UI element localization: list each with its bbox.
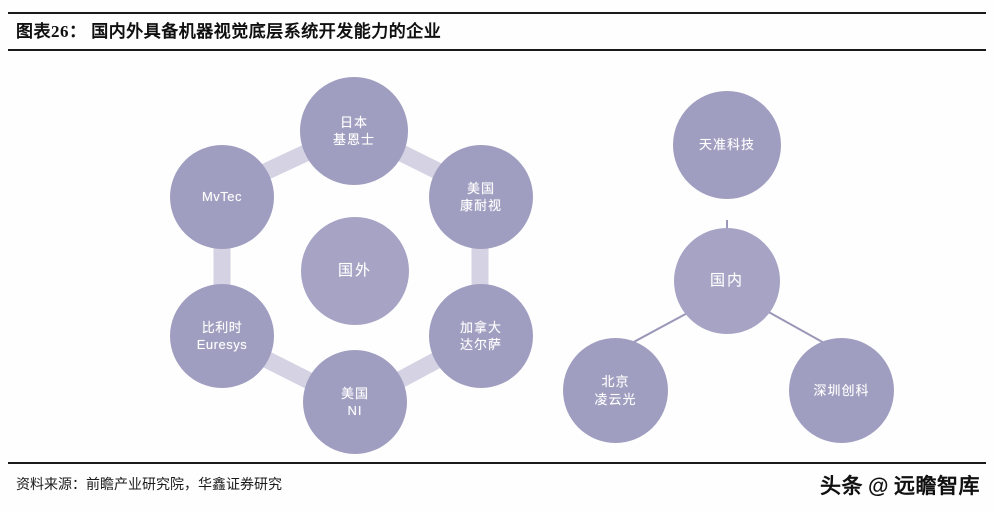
diagram-canvas: 国外 日本 基恩士 美国 康耐视 加拿大 达尔萨 美国 NI 比利时 Eures… [0, 52, 994, 456]
title-rule-bottom [8, 49, 986, 51]
node-label-line1: 天准科技 [698, 137, 755, 153]
node-domestic-hub[interactable]: 国内 [674, 228, 780, 334]
watermark: 头条 @ 远瞻智库 [820, 470, 980, 500]
node-label-line1: 美国 [340, 385, 369, 401]
node-dalsa[interactable]: 加拿大 达尔萨 [429, 284, 533, 388]
node-label-line1: 比利时 [201, 319, 243, 335]
node-beijing-luster[interactable]: 北京 凌云光 [563, 338, 668, 443]
node-label-line2: 凌云光 [594, 391, 637, 407]
node-tztek[interactable]: 天准科技 [673, 91, 781, 199]
node-label-line2: 达尔萨 [459, 337, 502, 352]
node-label-line2: Euresys [196, 337, 248, 352]
node-keyence[interactable]: 日本 基恩士 [300, 77, 408, 185]
node-cognex[interactable]: 美国 康耐视 [429, 145, 533, 249]
node-label-line1: 日本 [339, 114, 368, 130]
node-label-line1: 深圳创科 [813, 382, 870, 398]
node-ni[interactable]: 美国 NI [303, 350, 407, 454]
footer-rule [8, 462, 986, 464]
node-label-line1: MvTec [201, 189, 243, 205]
node-label-line1: 加拿大 [459, 319, 502, 335]
node-label-line2: NI [347, 403, 363, 418]
node-label-line1: 美国 [466, 180, 495, 196]
watermark-at-icon: @ [868, 475, 889, 498]
title-rule-top [8, 12, 986, 14]
source-note: 资料来源：前瞻产业研究院，华鑫证券研究 [16, 478, 282, 493]
node-label-line2: 康耐视 [459, 198, 502, 213]
watermark-handle: 远瞻智库 [894, 475, 980, 498]
node-mvtec[interactable]: MvTec [170, 145, 274, 249]
node-shenzhen-chuangke[interactable]: 深圳创科 [789, 338, 894, 443]
watermark-prefix: 头条 [820, 475, 864, 498]
node-label-line2: 基恩士 [332, 132, 375, 147]
node-label-line1: 北京 [601, 374, 630, 390]
figure-title: 图表26： 国内外具备机器视觉底层系统开发能力的企业 [16, 22, 442, 41]
node-label: 国外 [337, 262, 372, 280]
node-label: 国内 [709, 272, 744, 290]
node-overseas-hub[interactable]: 国外 [301, 217, 409, 325]
node-euresys[interactable]: 比利时 Euresys [170, 284, 274, 388]
